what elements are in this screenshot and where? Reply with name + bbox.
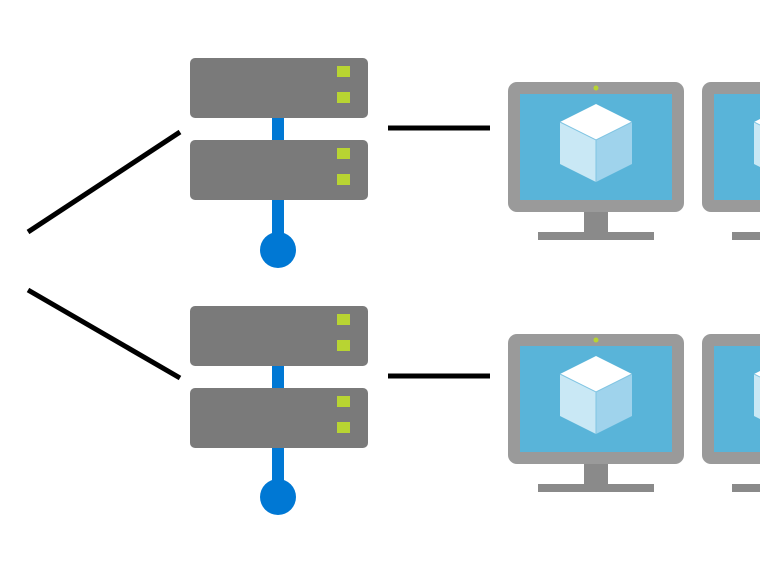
virtual-machine-icon <box>507 81 685 241</box>
virtual-machine-icon <box>701 333 760 493</box>
virtual-machine-icon <box>507 333 685 493</box>
virtual-machine-icon <box>701 81 760 241</box>
uplink-line-bottom <box>26 287 182 381</box>
server-icon <box>190 306 368 515</box>
server-icon <box>190 58 368 268</box>
uplink-line-top <box>26 129 182 235</box>
